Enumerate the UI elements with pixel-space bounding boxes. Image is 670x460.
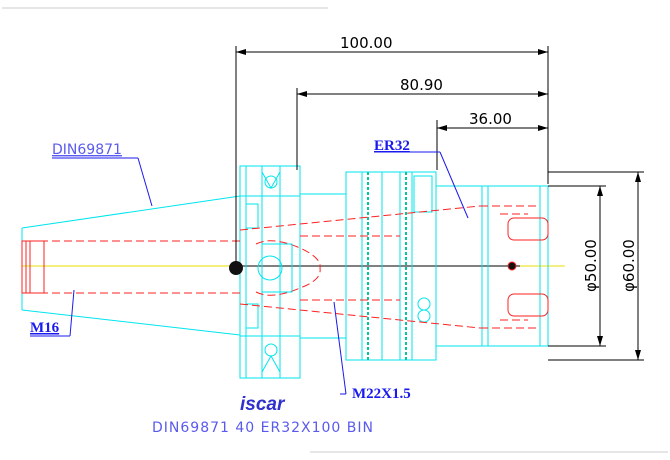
retention-thread-detail bbox=[21, 240, 45, 294]
dim-overall-length: 100.00 bbox=[340, 34, 393, 52]
sheet-frame bbox=[2, 7, 668, 453]
body-grooves bbox=[367, 172, 407, 360]
collet-callout: ER32 bbox=[374, 138, 410, 154]
standard-callout: DIN69871 bbox=[52, 142, 122, 158]
iscar-logo: iscar bbox=[240, 394, 286, 415]
nut-thread-callout: M22X1.5 bbox=[352, 386, 411, 402]
dimension-lines bbox=[235, 46, 644, 361]
dim-body-diameter: φ60.00 bbox=[620, 239, 638, 292]
leader-lines bbox=[30, 151, 469, 395]
hidden-bore bbox=[28, 205, 540, 329]
nut-ring-marker bbox=[261, 243, 293, 293]
dim-flange-to-nose: 80.90 bbox=[400, 76, 443, 94]
dimension-arrows bbox=[236, 49, 641, 360]
flange bbox=[239, 165, 301, 379]
collet-nut bbox=[436, 185, 549, 347]
collet-slots bbox=[507, 217, 549, 317]
drive-slot-marker bbox=[229, 261, 243, 275]
dim-nut-diameter: φ50.00 bbox=[582, 239, 600, 292]
main-body bbox=[345, 171, 437, 361]
flange-bore-circle bbox=[257, 255, 283, 281]
part-caption: DIN69871 40 ER32X100 BIN bbox=[152, 420, 374, 436]
retention-thread-callout: M16 bbox=[30, 320, 60, 336]
dim-nut-length: 36.00 bbox=[469, 110, 512, 128]
